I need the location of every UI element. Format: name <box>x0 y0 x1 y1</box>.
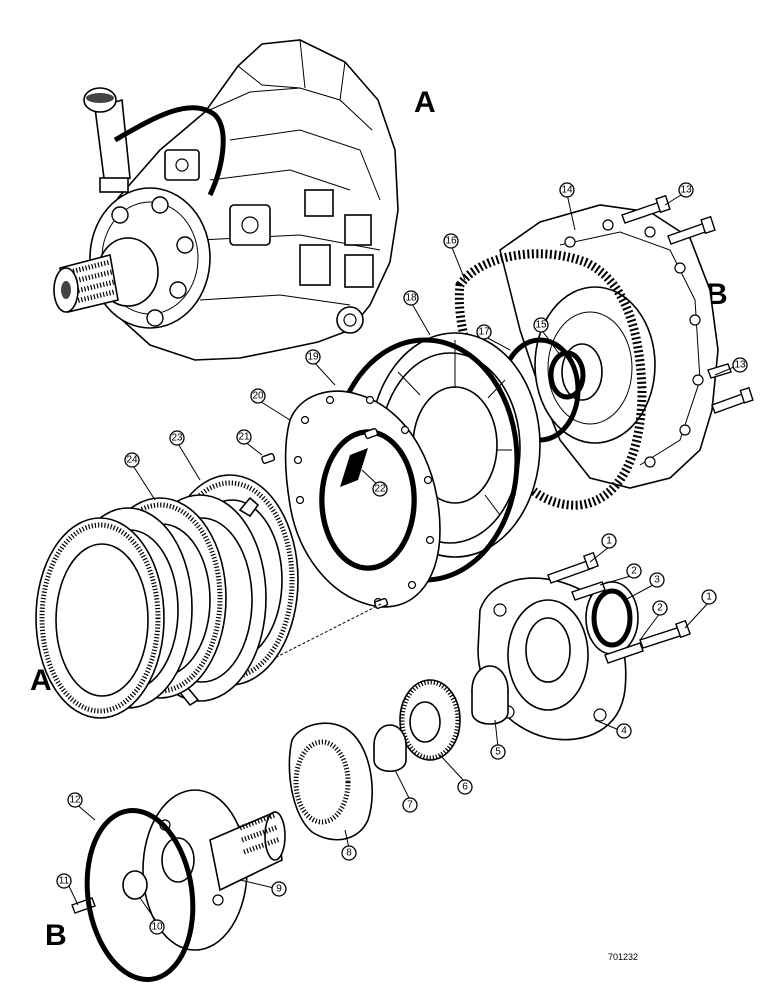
svg-text:9: 9 <box>276 884 282 895</box>
svg-text:14: 14 <box>561 185 573 196</box>
callout-9: 9 <box>271 881 287 897</box>
clutch-friction-disc-front <box>35 517 165 719</box>
svg-text:20: 20 <box>252 391 264 402</box>
callout-7: 7 <box>402 797 418 813</box>
callout-16: 16 <box>443 233 459 249</box>
svg-text:15: 15 <box>535 320 547 331</box>
svg-text:8: 8 <box>346 848 352 859</box>
callout-4: 4 <box>616 723 632 739</box>
callout-3: 3 <box>649 572 665 588</box>
svg-text:23: 23 <box>171 433 183 444</box>
callout-13a: 13 <box>678 182 694 198</box>
callout-13b: 13 <box>732 357 748 373</box>
callout-20: 20 <box>250 388 266 404</box>
svg-text:18: 18 <box>405 293 417 304</box>
svg-text:17: 17 <box>478 327 490 338</box>
bushing <box>471 665 509 725</box>
section-label-a-top: A <box>414 86 436 119</box>
svg-text:2: 2 <box>631 566 637 577</box>
drawing-number: 701232 <box>608 952 638 962</box>
callout-18: 18 <box>403 290 419 306</box>
svg-text:24: 24 <box>126 455 138 466</box>
svg-text:1: 1 <box>606 536 612 547</box>
retainer-and-screw <box>71 870 148 914</box>
callout-17: 17 <box>476 324 492 340</box>
callout-21: 21 <box>236 429 252 445</box>
pressure-plate <box>284 390 441 608</box>
callout-22: 22 <box>372 481 388 497</box>
svg-text:10: 10 <box>151 922 163 933</box>
callout-1a: 1 <box>601 533 617 549</box>
drive-gear <box>399 679 461 761</box>
adapter-bolts <box>547 551 691 664</box>
svg-text:11: 11 <box>59 876 70 887</box>
svg-text:7: 7 <box>407 800 413 811</box>
svg-text:21: 21 <box>238 432 250 443</box>
callout-2b: 2 <box>652 600 668 616</box>
callout-11: 11 <box>56 873 72 889</box>
ring-gear <box>288 722 373 841</box>
svg-text:13: 13 <box>680 185 692 196</box>
callout-6: 6 <box>457 779 473 795</box>
svg-text:4: 4 <box>621 726 627 737</box>
o-ring-small <box>548 350 586 400</box>
callout-19: 19 <box>305 349 321 365</box>
cover-bolts <box>621 194 754 414</box>
callout-24: 24 <box>124 452 140 468</box>
callout-12: 12 <box>67 792 83 808</box>
svg-text:19: 19 <box>307 352 319 363</box>
svg-text:1: 1 <box>706 592 712 603</box>
callout-5: 5 <box>490 744 506 760</box>
callout-2a: 2 <box>626 563 642 579</box>
callout-8: 8 <box>341 845 357 861</box>
svg-text:3: 3 <box>654 575 660 586</box>
svg-text:5: 5 <box>495 747 501 758</box>
callout-15: 15 <box>533 317 549 333</box>
callout-1b: 1 <box>701 589 717 605</box>
svg-text:22: 22 <box>374 484 386 495</box>
o-ring-carrier <box>84 808 196 982</box>
gear-bushing <box>373 724 407 773</box>
svg-text:13: 13 <box>734 360 746 371</box>
section-label-b-bottom: B <box>45 919 67 952</box>
svg-text:6: 6 <box>462 782 468 793</box>
svg-text:16: 16 <box>445 236 457 247</box>
transmission-housing-assembly <box>53 39 399 361</box>
housing-cover <box>499 204 719 489</box>
callout-10: 10 <box>149 919 165 935</box>
callout-23: 23 <box>169 430 185 446</box>
svg-text:12: 12 <box>69 795 81 806</box>
svg-text:2: 2 <box>657 603 663 614</box>
callout-14: 14 <box>559 182 575 198</box>
